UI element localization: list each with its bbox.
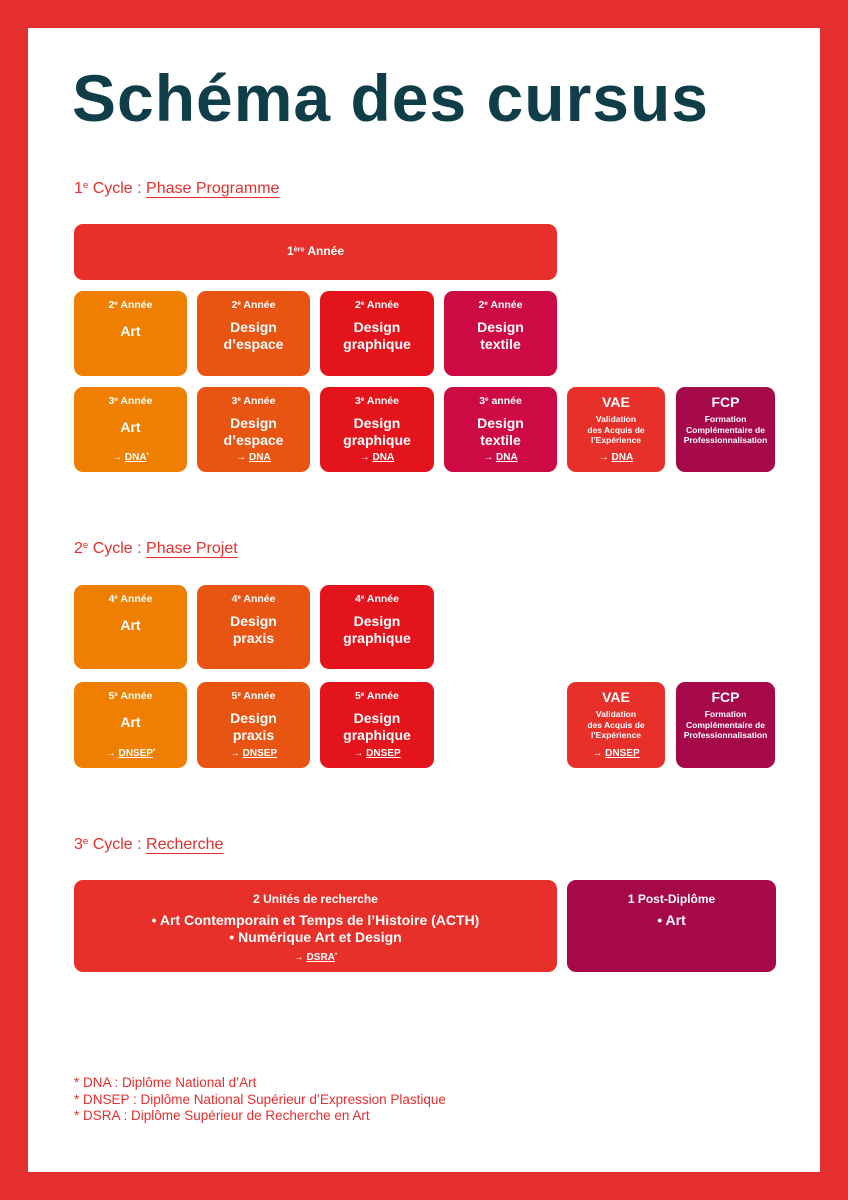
diploma-link[interactable]: DNA — [124, 452, 147, 463]
diploma-line: → DNA — [359, 452, 395, 463]
program-abbr: VAE — [602, 689, 630, 705]
cycle-1-phase-link[interactable]: Phase Programme — [146, 180, 280, 197]
year-label: 4e Année — [355, 593, 399, 605]
diploma-link[interactable]: DNSEP — [118, 748, 153, 759]
research-item: • Numérique Art et Design — [229, 929, 402, 945]
program-title: Art — [120, 419, 141, 435]
program-abbr: VAE — [602, 394, 630, 410]
program-abbr: FCP — [711, 394, 740, 410]
diploma-line: → DNSEP — [592, 748, 640, 759]
year-label: 3e Année — [355, 395, 399, 407]
year-label: 2e Année — [108, 299, 153, 311]
diploma-line: → DNA — [483, 452, 518, 463]
year-label: 5e Année — [355, 690, 399, 702]
research-heading: 2 Unités de recherche — [253, 892, 378, 906]
year-label: 4e Année — [108, 593, 153, 605]
cursus-box-r1[interactable]: 2 Unités de recherche • Art Contemporain … — [74, 880, 557, 972]
diploma-line: → DNA — [236, 452, 271, 463]
cycle-3-heading: 3e Cycle : Recherche — [74, 836, 224, 853]
research-items: • Art Contemporain et Temps de l’Histoir… — [74, 912, 557, 946]
year-label: 1ère Année — [286, 244, 345, 258]
year-label: 3e Année — [108, 395, 153, 407]
cursus-box-r2[interactable]: 1 Post-Diplôme • Art — [567, 880, 776, 972]
research-item: • Art — [657, 912, 686, 928]
cycle-2-phase-link[interactable]: Phase Projet — [146, 540, 238, 557]
program-title: Art — [120, 617, 141, 633]
year-label: 4e Année — [231, 593, 276, 605]
cycle-2-heading: 2e Cycle : Phase Projet — [74, 540, 238, 557]
program-title: Art — [120, 714, 141, 730]
year-label: 5e Année — [231, 690, 276, 702]
program-title: Art — [120, 323, 141, 339]
research-items: • Art — [567, 912, 776, 929]
cursus-box-y1[interactable]: 1ère Année — [74, 224, 557, 280]
footnotes: * DNA : Diplôme National d’Art * DNSEP :… — [74, 1075, 446, 1125]
year-label: 2e Année — [355, 299, 399, 311]
diploma-link[interactable]: DNA — [611, 452, 634, 463]
diploma-link[interactable]: DNA — [496, 452, 518, 463]
diploma-link[interactable]: DNSEP — [366, 748, 401, 759]
diploma-link[interactable]: DNSEP — [605, 748, 640, 759]
cycle-1-heading: 1e Cycle : Phase Programme — [74, 180, 280, 197]
diploma-line: → DNSEP — [353, 748, 401, 759]
year-label: 2e Année — [231, 299, 276, 311]
year-label: 3e Année — [231, 395, 276, 407]
diploma-line: → DSRA* — [293, 952, 338, 963]
year-label: 3e année — [479, 395, 522, 407]
diploma-line: → DNSEP* — [105, 748, 156, 759]
research-item: • Art Contemporain et Temps de l’Histoir… — [151, 912, 480, 928]
cycle-3-phase-link[interactable]: Recherche — [146, 836, 224, 853]
program-abbr: FCP — [711, 689, 740, 705]
diploma-line: → DNA — [598, 452, 634, 463]
diploma-link[interactable]: DNSEP — [242, 748, 278, 759]
page-title: Schéma des cursus — [72, 61, 709, 135]
diploma-line: → DNA* — [112, 452, 149, 463]
diploma-link[interactable]: DNA — [249, 452, 271, 463]
diploma-line: → DNSEP — [229, 748, 278, 759]
diploma-link[interactable]: DSRA — [306, 952, 335, 963]
footnote-dnsep: * DNSEP : Diplôme National Supérieur d’E… — [74, 1091, 446, 1107]
footnote-dna: * DNA : Diplôme National d’Art — [74, 1075, 257, 1090]
year-label: 5e Année — [108, 690, 153, 702]
year-label: 2e Année — [478, 299, 523, 311]
research-heading: 1 Post-Diplôme — [627, 892, 716, 906]
footnote-dsra: * DSRA : Diplôme Supérieur de Recherche … — [74, 1108, 370, 1123]
diploma-link[interactable]: DNA — [372, 452, 395, 463]
